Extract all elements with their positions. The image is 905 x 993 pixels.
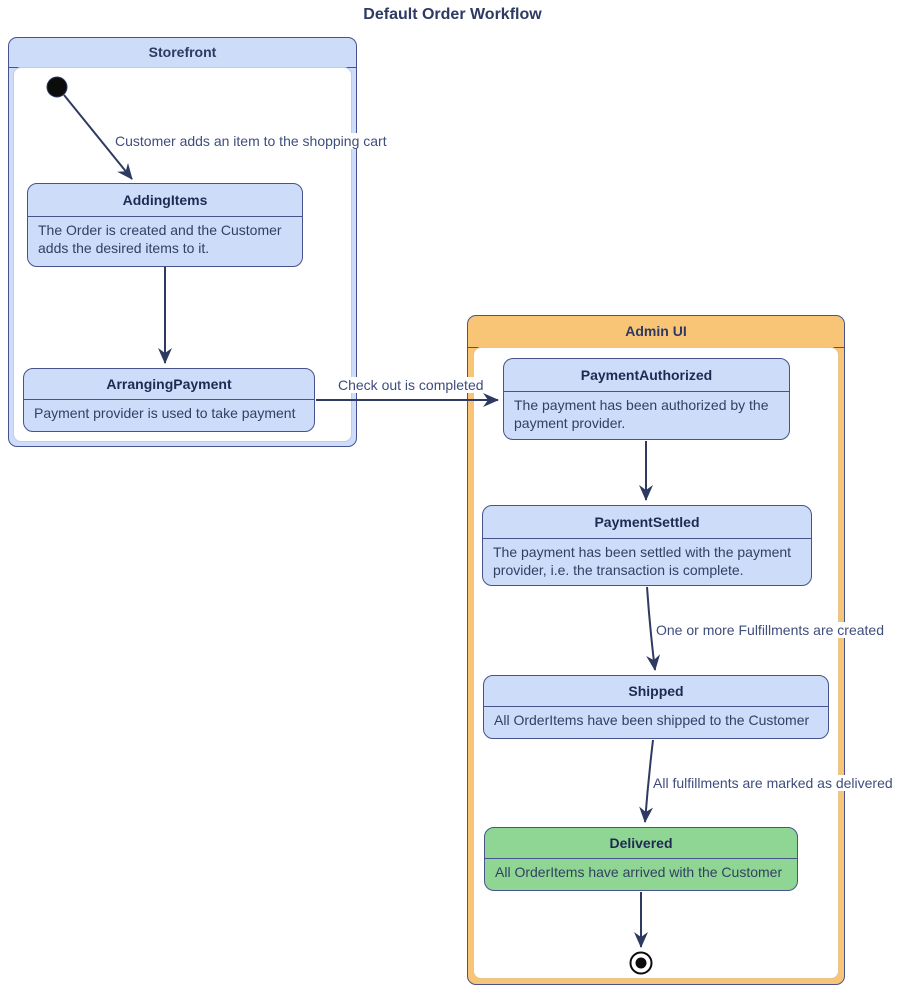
state-arrangingpayment-title: ArrangingPayment (24, 369, 314, 400)
state-addingitems-description: The Order is created and the Customer ad… (38, 222, 282, 256)
state-paymentauthorized-description: The payment has been authorized by the p… (514, 397, 769, 431)
state-arrangingpayment: ArrangingPayment Payment provider is use… (23, 368, 315, 432)
edge-label-add-item: Customer adds an item to the shopping ca… (113, 133, 389, 149)
state-arrangingpayment-description: Payment provider is used to take payment (34, 405, 296, 421)
transition-start-to-addingitems (63, 94, 133, 180)
state-shipped-description: All OrderItems have been shipped to the … (494, 712, 810, 728)
transition-shipped-to-delivered (639, 739, 654, 823)
state-shipped: Shipped All OrderItems have been shipped… (483, 675, 829, 739)
edge-label-fulfillments-delivered: All fulfillments are marked as delivered (651, 775, 895, 791)
transition-paymentsettled-to-shipped (646, 586, 661, 671)
edge-label-checkout: Check out is completed (336, 377, 486, 393)
state-paymentauthorized-title: PaymentAuthorized (504, 359, 789, 392)
diagram-title: Default Order Workflow (363, 6, 542, 23)
edge-label-fulfillments-created: One or more Fulfillments are created (654, 622, 886, 638)
state-paymentsettled: PaymentSettled The payment has been sett… (482, 505, 812, 586)
state-addingitems: AddingItems The Order is created and the… (27, 183, 303, 267)
state-delivered: Delivered All OrderItems have arrived wi… (484, 827, 798, 891)
state-paymentsettled-title: PaymentSettled (483, 506, 811, 539)
state-paymentsettled-description: The payment has been settled with the pa… (493, 544, 792, 578)
final-state-inner-dot (635, 957, 647, 969)
state-paymentauthorized: PaymentAuthorized The payment has been a… (503, 358, 790, 440)
state-shipped-title: Shipped (484, 676, 828, 707)
state-addingitems-title: AddingItems (28, 184, 302, 217)
state-delivered-description: All OrderItems have arrived with the Cus… (495, 864, 783, 880)
state-delivered-title: Delivered (485, 828, 797, 859)
initial-state-dot (46, 76, 68, 98)
